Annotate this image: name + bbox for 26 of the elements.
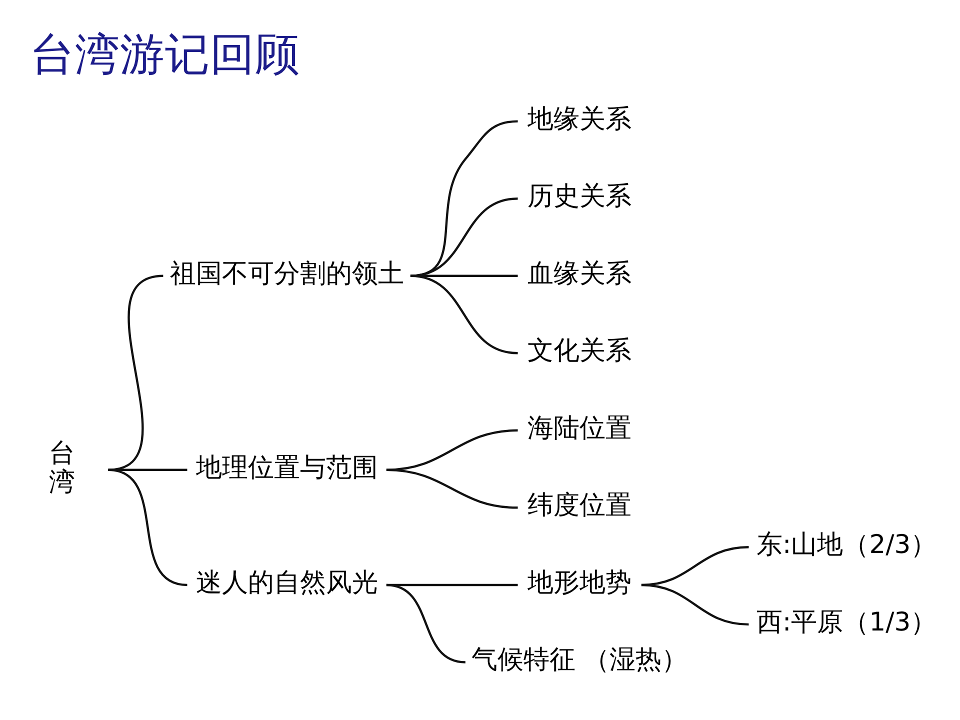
node-text: 历史关系 [528, 182, 632, 212]
connector [386, 429, 518, 472]
node-text: 迷人的自然风光 [196, 568, 378, 598]
connector [410, 197, 518, 277]
node-text: 海陆位置 [528, 413, 632, 444]
node-text: 祖国不可分割的领土 [170, 258, 404, 289]
connector [410, 274, 518, 277]
connector [641, 584, 749, 626]
connector [410, 120, 518, 277]
connector [410, 274, 518, 354]
node-text: 台湾 [48, 438, 75, 498]
node-text: 东:山地（2/3） [756, 530, 937, 560]
connector [108, 274, 164, 471]
node-text: 地理位置与范围 [196, 452, 378, 483]
node-text: 文化关系 [528, 336, 632, 366]
connector [386, 584, 466, 664]
node-text: 纬度位置 [528, 490, 632, 521]
node-text: 血缘关系 [528, 258, 632, 289]
diagram-title: 台湾游记回顾 [30, 28, 300, 80]
node-text: 西:平原（1/3） [756, 607, 937, 638]
connector [108, 468, 188, 586]
connector [641, 546, 749, 586]
node-text: 地缘关系 [528, 104, 632, 134]
node-text: 地形地势 [528, 568, 632, 598]
connector [386, 468, 518, 509]
node-text: 气候特征 （湿热） [472, 645, 688, 676]
